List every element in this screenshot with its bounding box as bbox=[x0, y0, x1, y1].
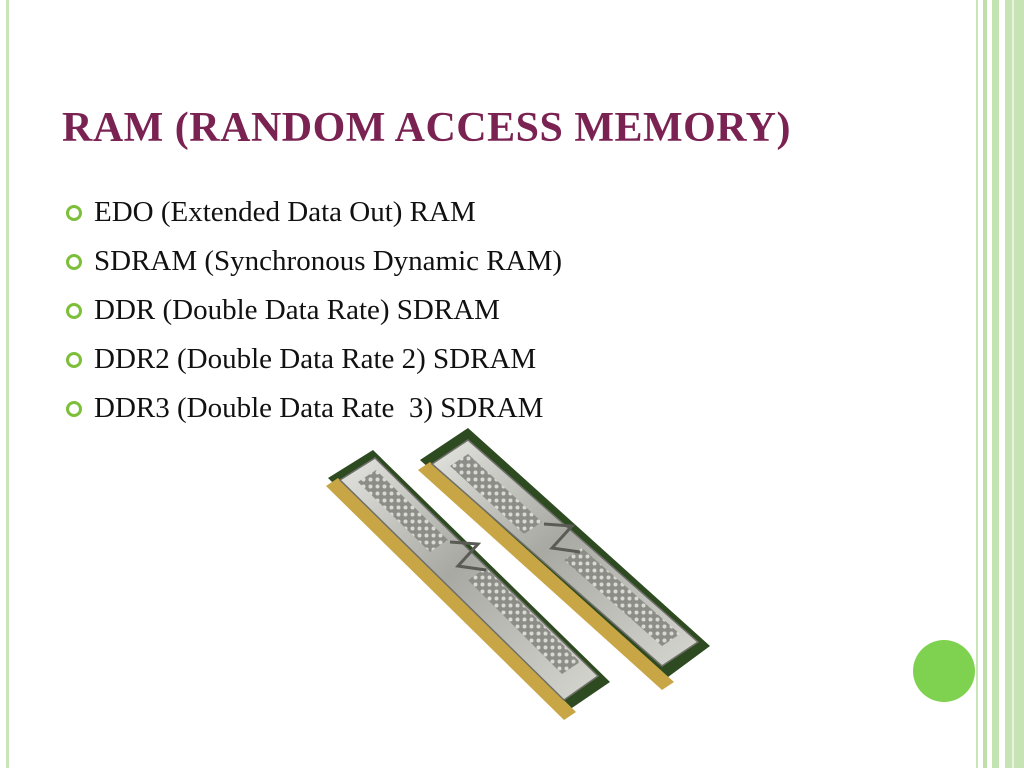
circle-bullet-icon bbox=[66, 302, 82, 319]
list-item: DDR (Double Data Rate) SDRAM bbox=[66, 286, 562, 335]
circle-bullet-icon bbox=[66, 351, 82, 368]
ram-module-right bbox=[418, 428, 710, 690]
bullet-list: EDO (Extended Data Out) RAM SDRAM (Synch… bbox=[66, 188, 562, 433]
slide-frame-left bbox=[6, 0, 9, 768]
list-item-text: DDR2 (Double Data Rate 2) SDRAM bbox=[94, 343, 537, 375]
circle-bullet-icon bbox=[66, 400, 82, 417]
list-item: DDR2 (Double Data Rate 2) SDRAM bbox=[66, 335, 562, 384]
slide-frame-right-bar bbox=[1005, 0, 1024, 768]
circle-bullet-icon bbox=[66, 253, 82, 270]
ram-module-left bbox=[326, 450, 610, 720]
slide-frame-right-line bbox=[976, 0, 978, 768]
slide-frame-right-line bbox=[992, 0, 999, 768]
slide-frame-right-line bbox=[983, 0, 987, 768]
slide-frame-right-highlight bbox=[1012, 0, 1014, 768]
ram-modules-image bbox=[326, 428, 710, 720]
slide-title: RAM (RANDOM ACCESS MEMORY) bbox=[62, 105, 791, 151]
decorative-dot bbox=[913, 640, 975, 702]
list-item: DDR3 (Double Data Rate 3) SDRAM bbox=[66, 384, 562, 433]
list-item: EDO (Extended Data Out) RAM bbox=[66, 188, 562, 237]
list-item-text: DDR3 (Double Data Rate 3) SDRAM bbox=[94, 392, 544, 424]
list-item-text: EDO (Extended Data Out) RAM bbox=[94, 196, 476, 228]
list-item-text: SDRAM (Synchronous Dynamic RAM) bbox=[94, 245, 563, 277]
circle-bullet-icon bbox=[66, 204, 82, 221]
list-item: SDRAM (Synchronous Dynamic RAM) bbox=[66, 237, 562, 286]
list-item-text: DDR (Double Data Rate) SDRAM bbox=[94, 294, 500, 326]
